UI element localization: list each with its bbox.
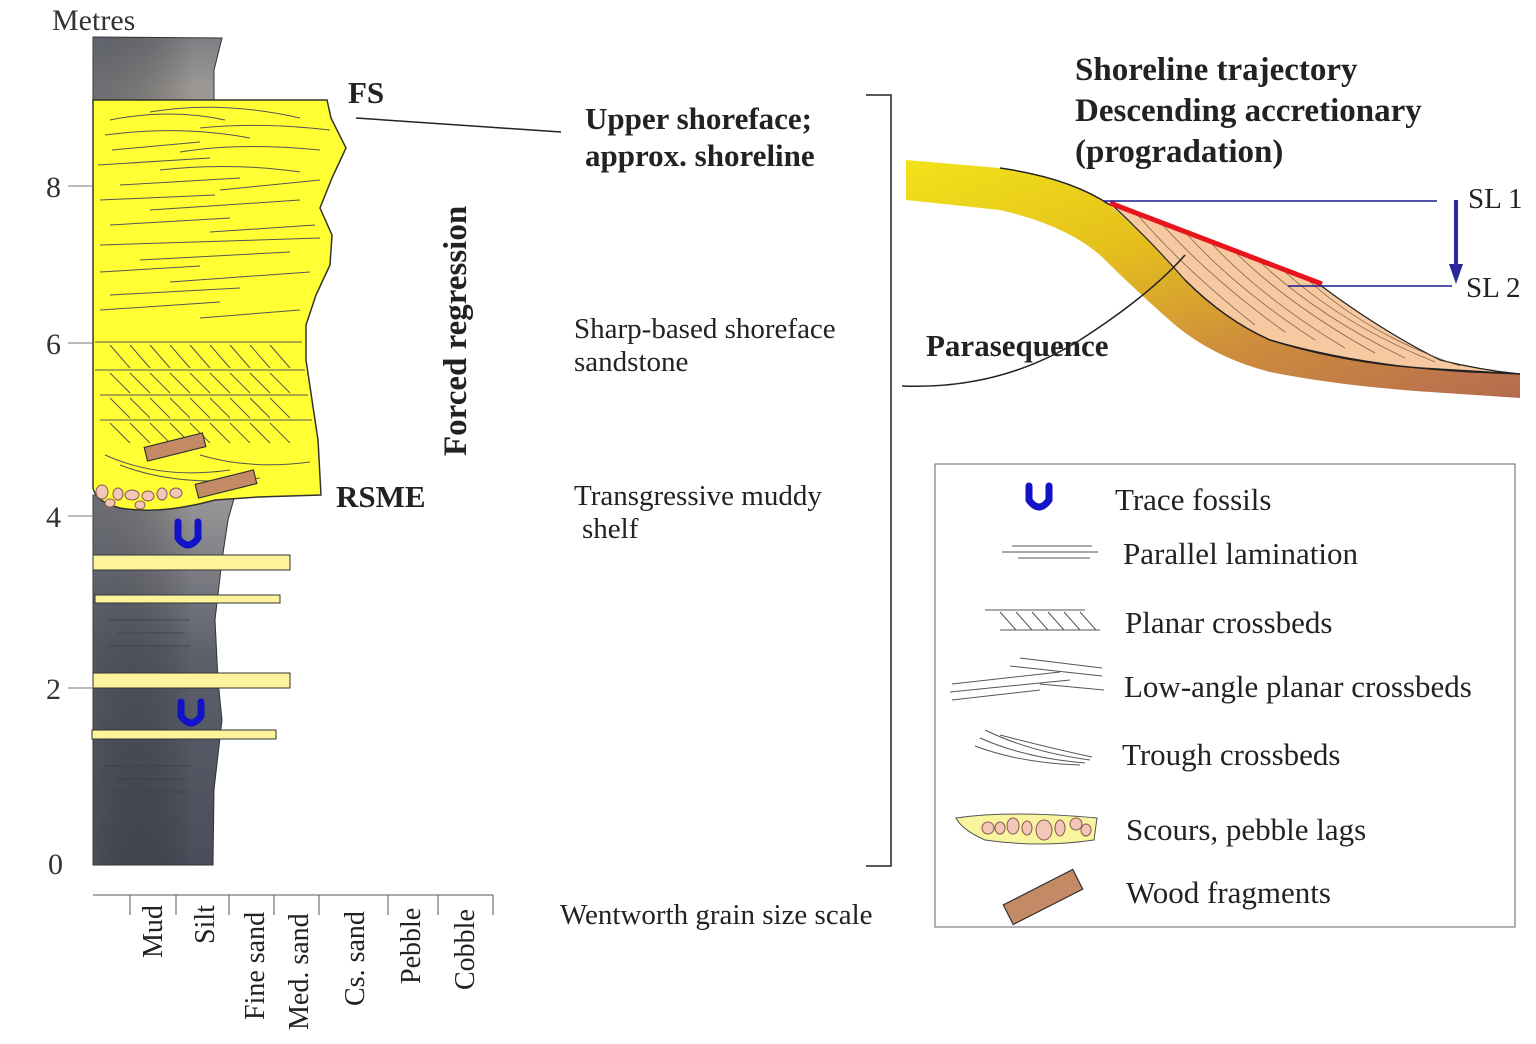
legend-label-trough: Trough crossbeds bbox=[1122, 737, 1340, 772]
interpretation-labels: Upper shoreface; approx. shoreline Sharp… bbox=[574, 101, 836, 545]
legend-pebble-icon bbox=[981, 817, 1092, 841]
parasequence-band bbox=[906, 160, 1520, 398]
trajectory-title-line1: Shoreline trajectory bbox=[1075, 52, 1358, 88]
legend-planar-crossbeds-icon bbox=[985, 609, 1100, 631]
sharp-based-line2: sandstone bbox=[574, 346, 688, 378]
grain-silt: Silt bbox=[190, 905, 221, 944]
interval-bracket bbox=[866, 94, 892, 867]
legend-label-planar: Planar crossbeds bbox=[1125, 605, 1332, 640]
thin-sand-bed bbox=[94, 594, 281, 604]
grain-fine-sand: Fine sand bbox=[240, 912, 271, 1020]
axis-tick-8: 8 bbox=[46, 171, 61, 204]
thin-sand-bed bbox=[92, 554, 291, 571]
legend-trough-crossbeds-icon bbox=[974, 729, 1093, 766]
legend: Trace fossils Parallel lamination Planar… bbox=[934, 463, 1516, 928]
trajectory-title-line3: (progradation) bbox=[1075, 134, 1283, 170]
grain-pebble: Pebble bbox=[396, 908, 427, 984]
parasequence-label: Parasequence bbox=[926, 328, 1109, 363]
transgressive-line2: shelf bbox=[582, 513, 639, 545]
axis-tick-0: 0 bbox=[48, 848, 63, 881]
legend-label-lowangle: Low-angle planar crossbeds bbox=[1124, 669, 1472, 704]
axis-tick-4: 4 bbox=[46, 501, 61, 534]
thin-sand-bed bbox=[91, 729, 277, 740]
fs-label: FS bbox=[348, 75, 384, 110]
upper-shoreface-line1: Upper shoreface; bbox=[585, 101, 812, 136]
upper-shoreface-line2: approx. shoreline bbox=[585, 138, 815, 173]
grain-cs-sand: Cs. sand bbox=[340, 911, 371, 1006]
sandstone-laminations bbox=[95, 106, 331, 482]
arrow-down-icon bbox=[1449, 264, 1463, 284]
grain-med-sand: Med. sand bbox=[284, 913, 315, 1030]
trajectory-title-line2: Descending accretionary bbox=[1075, 93, 1422, 129]
wood-fragment bbox=[194, 469, 258, 499]
grain-scale-title: Wentworth grain size scale bbox=[560, 899, 873, 931]
axis-tick-2: 2 bbox=[46, 673, 61, 706]
grain-cobble: Cobble bbox=[450, 909, 481, 990]
legend-low-angle-crossbeds-icon bbox=[949, 657, 1105, 701]
wood-fragment bbox=[143, 432, 207, 462]
pebble-lag bbox=[95, 484, 183, 510]
sharp-based-line1: Sharp-based shoreface bbox=[574, 313, 836, 345]
legend-label-parallel: Parallel lamination bbox=[1123, 536, 1359, 571]
shoreface-sandstone bbox=[92, 99, 347, 511]
legend-wood-fragment-icon bbox=[1002, 868, 1084, 926]
axis-tick-6: 6 bbox=[46, 328, 61, 361]
rsme-label: RSME bbox=[336, 479, 426, 514]
legend-label-scour: Scours, pebble lags bbox=[1126, 812, 1366, 847]
grain-size-scale: Mud Silt Fine sand Med. sand Cs. sand Pe… bbox=[93, 894, 873, 1030]
shoreline-trajectory-line bbox=[1109, 200, 1323, 287]
depth-axis: Metres 0 2 4 6 8 bbox=[46, 4, 135, 881]
parasequence-curve bbox=[901, 254, 1186, 388]
legend-trace-fossil-icon bbox=[1025, 482, 1053, 511]
sl1-label: SL 1 bbox=[1468, 183, 1523, 215]
trajectory-sketch: Shoreline trajectory Descending accretio… bbox=[901, 52, 1523, 398]
legend-label-wood: Wood fragments bbox=[1126, 875, 1331, 910]
sl2-label: SL 2 bbox=[1466, 272, 1521, 304]
axis-unit-label: Metres bbox=[52, 4, 135, 37]
trace-fossil-icon bbox=[174, 518, 202, 549]
trace-fossil-icon bbox=[177, 698, 205, 727]
legend-parallel-lamination-icon bbox=[1002, 545, 1098, 559]
fs-connector-line bbox=[355, 117, 562, 133]
thin-sand-bed bbox=[92, 672, 291, 689]
grain-mud: Mud bbox=[138, 905, 169, 958]
sedimentary-log: FS RSME Forced regression bbox=[91, 36, 474, 866]
transgressive-line1: Transgressive muddy bbox=[574, 480, 822, 512]
forced-regression-label: Forced regression bbox=[438, 206, 474, 456]
legend-label-trace: Trace fossils bbox=[1115, 482, 1271, 517]
